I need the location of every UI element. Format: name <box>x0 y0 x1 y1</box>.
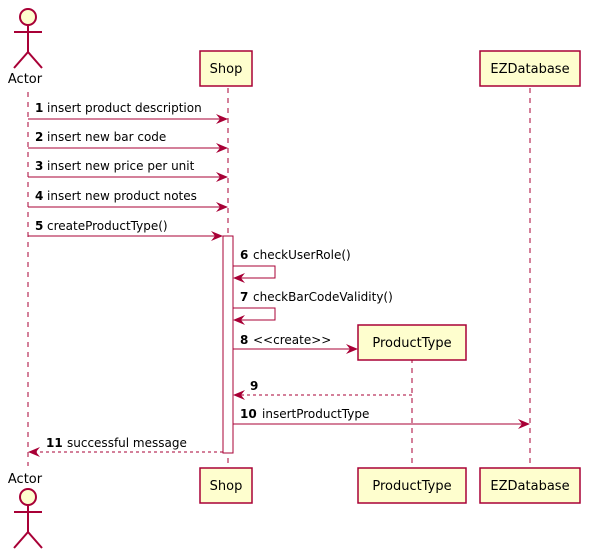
message-number: 7 <box>240 290 248 304</box>
participant-label-ez-database-bottom: EZDatabase <box>490 479 569 494</box>
message-self-arrow <box>233 265 276 283</box>
message-8: 8 <<create>> <box>233 333 358 354</box>
message-label: insert new bar code <box>47 130 166 144</box>
participant-ez-database-top: EZDatabase <box>479 50 581 87</box>
actor-top: Actor <box>8 8 43 87</box>
actor-bottom: Actor <box>8 472 43 549</box>
participant-label-shop-top: Shop <box>210 62 243 77</box>
actor-icon <box>13 488 43 549</box>
message-2: 2 insert new bar code <box>28 130 228 153</box>
message-number: 9 <box>250 379 258 393</box>
message-label: insert new price per unit <box>47 159 195 173</box>
participant-label-shop-bottom: Shop <box>210 479 243 494</box>
message-7: 7 checkBarCodeValidity() <box>233 290 393 325</box>
message-number: 11 <box>46 436 63 450</box>
message-9: 9 <box>233 379 412 400</box>
participant-label-product-type-top: ProductType <box>372 336 451 351</box>
message-label: successful message <box>67 436 187 450</box>
message-number: 1 <box>35 101 43 115</box>
participant-label-actor-top: Actor <box>8 72 43 87</box>
messages: 1 insert product description 2 insert ne… <box>28 101 530 457</box>
message-number: 4 <box>35 189 43 203</box>
participant-product-type-created: ProductType <box>357 324 467 361</box>
message-3: 3 insert new price per unit <box>28 159 228 182</box>
message-self-arrow <box>233 307 276 325</box>
message-number: 8 <box>240 333 248 347</box>
message-number: 10 <box>240 407 257 421</box>
message-10: 10 insertProductType <box>233 407 530 429</box>
actor-icon <box>13 8 43 69</box>
message-label: insertProductType <box>262 407 369 421</box>
participant-label-ez-database-top: EZDatabase <box>490 62 569 77</box>
message-5: 5 createProductType() <box>28 219 223 241</box>
message-number: 3 <box>35 159 43 173</box>
message-label: createProductType() <box>47 219 168 233</box>
message-6: 6 checkUserRole() <box>233 248 351 283</box>
message-label: checkUserRole() <box>253 248 351 262</box>
participant-label-product-type-bottom: ProductType <box>372 479 451 494</box>
message-label: <<create>> <box>253 333 331 347</box>
message-label: insert new product notes <box>47 189 197 203</box>
shop-activation-bar <box>222 235 234 454</box>
participant-label-actor-bottom: Actor <box>8 472 43 487</box>
participant-product-type-bottom: ProductType <box>357 467 467 504</box>
message-label: insert product description <box>47 101 202 115</box>
message-number: 5 <box>35 219 43 233</box>
message-1: 1 insert product description <box>28 101 228 124</box>
message-4: 4 insert new product notes <box>28 189 228 212</box>
message-number: 6 <box>240 248 248 262</box>
participant-shop-bottom: Shop <box>199 467 253 504</box>
message-number: 2 <box>35 130 43 144</box>
participant-shop-top: Shop <box>199 50 253 87</box>
participant-ez-database-bottom: EZDatabase <box>479 467 581 504</box>
message-11: 11 successful message <box>28 436 223 457</box>
message-label: checkBarCodeValidity() <box>253 290 393 304</box>
